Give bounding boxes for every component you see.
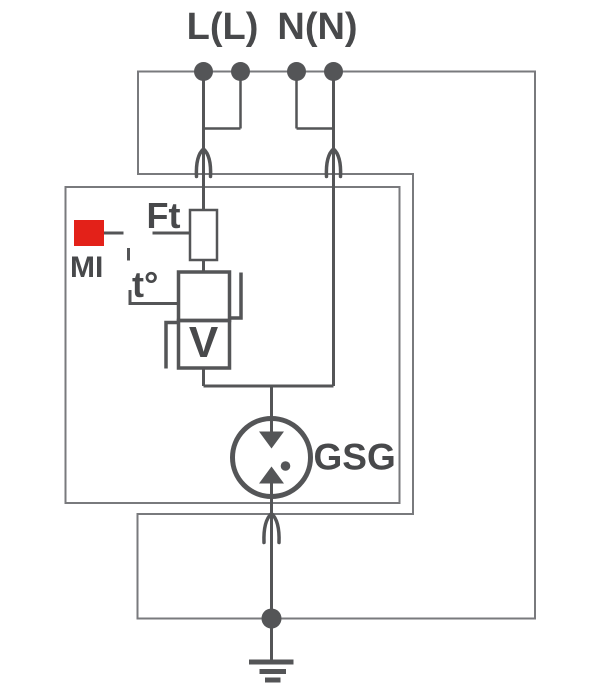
thermal-fuse-symbol — [188, 208, 219, 262]
terminal-branch-right — [295, 71, 334, 130]
terminal-dot-l-out — [231, 62, 250, 81]
fault-indicator-label: MI — [70, 251, 103, 284]
thermal-disconnect-label: t° — [132, 264, 158, 305]
plug-connector-icon-right — [324, 146, 343, 179]
gdt-circle — [230, 416, 313, 499]
terminal-branch-left — [203, 71, 242, 130]
terminal-label-line: L(L) — [187, 6, 259, 48]
plug-connector-icon-ground — [262, 511, 281, 545]
gas-discharge-tube-symbol — [230, 416, 313, 499]
gdt-electrode-up-arrow — [259, 466, 284, 484]
varistor-symbol — [176, 318, 232, 370]
earth-ground-icon — [249, 608, 294, 683]
outer-loop-wire — [136, 70, 536, 620]
device-enclosure-box — [64, 186, 401, 504]
terminal-label-neutral: N(N) — [277, 6, 357, 48]
thermal-disconnector-symbol — [176, 270, 232, 323]
fault-indicator-square — [74, 220, 104, 246]
varistor-label: V — [189, 318, 219, 367]
terminal-dot-l-in — [194, 62, 213, 81]
plug-connector-icon-left — [194, 146, 213, 179]
thermal-fuse-label: Ft — [147, 195, 181, 236]
thermal-disconnector-contact — [229, 272, 243, 320]
gdt-electrode-down-arrow — [259, 431, 284, 449]
gdt-gas-dot — [280, 461, 291, 471]
terminal-dot-n-in — [287, 62, 306, 81]
indicator-link-bracket — [128, 290, 177, 305]
terminal-dot-n-out — [324, 62, 343, 81]
gas-discharge-tube-label: GSG — [314, 437, 396, 478]
varistor-contact — [164, 320, 179, 369]
ground-junction-dot — [261, 608, 282, 629]
